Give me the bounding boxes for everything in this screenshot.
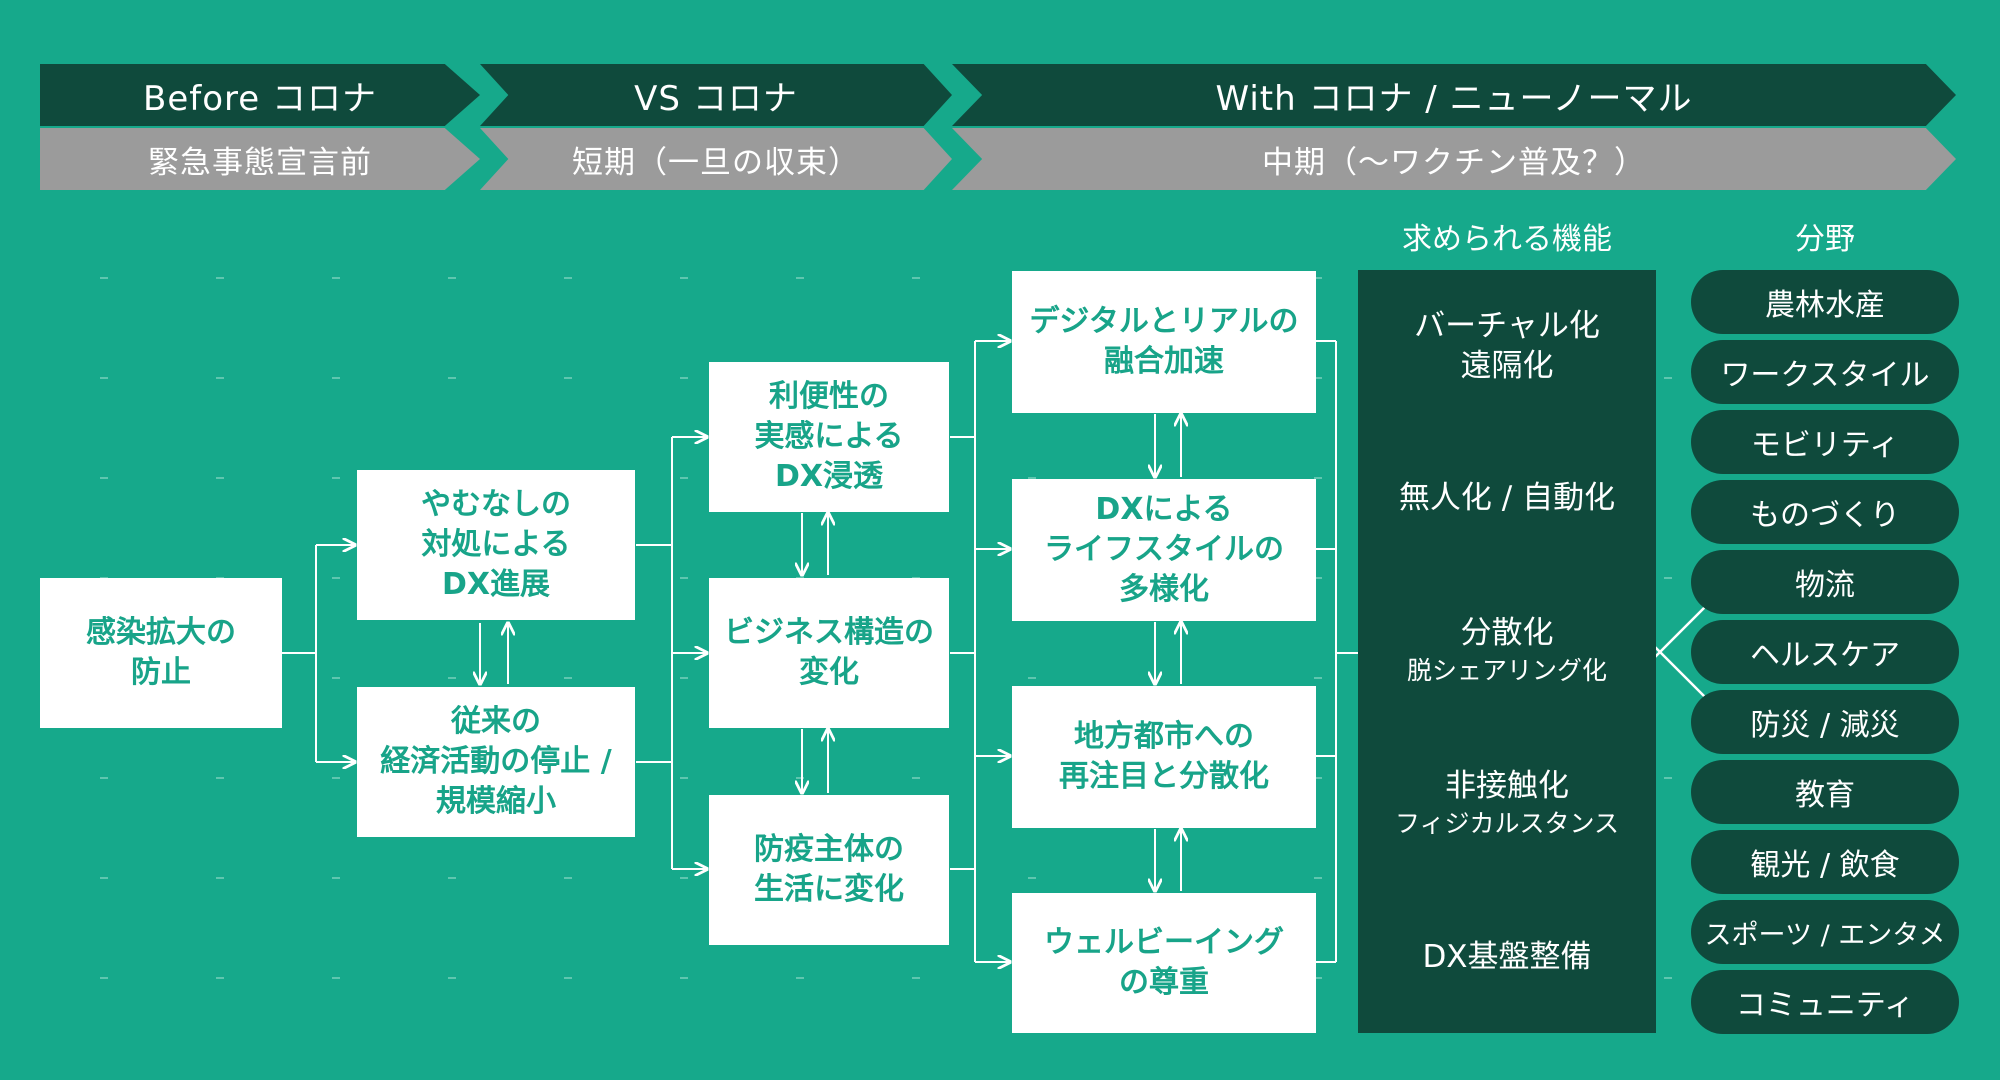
phase-with-sub: 中期（〜ワクチン普及？） [952,128,1956,190]
function-main: バーチャル化 [1414,308,1600,344]
field-agriculture: 農林水産 [1691,270,1959,334]
box-text: DX浸透 [774,459,884,494]
field-healthcare: ヘルスケア [1691,620,1959,684]
box-text: デジタルとリアルの [1029,304,1299,339]
box-life-change: 防疫主体の 生活に変化 [709,795,949,945]
phase-before-title-text: Before コロナ [143,78,377,119]
field-mobility: モビリティ [1691,410,1959,474]
box-text: DX進展 [441,567,551,602]
box-dx-penetration: 利便性の 実感による DX浸透 [709,362,949,512]
box-text: 再注目と分散化 [1059,759,1269,794]
box-wellbeing: ウェルビーイング の尊重 [1012,893,1316,1033]
phase-vs-title-text: VS コロナ [634,78,798,119]
box-text: 防疫主体の [754,832,904,867]
box-text: 従来の [451,704,541,739]
field-manufacturing: ものづくり [1691,480,1959,544]
phase-before-sub: 緊急事態宣言前 [40,128,480,190]
function-dx-infrastructure: DX基盤整備 [1358,880,1656,1033]
box-text: 変化 [799,655,859,690]
box-text: の尊重 [1119,965,1209,1000]
function-sub: 脱シェアリング化 [1406,655,1607,685]
box-dx-progress: やむなしの 対処による DX進展 [357,470,635,620]
box-text: 防止 [131,655,191,690]
box-text: 経済活動の停止 / [380,744,612,779]
phase-with-title-text: With コロナ / ニューノーマル [1215,78,1693,119]
function-main: 無人化 / 自動化 [1398,480,1616,516]
box-lifestyle-diversity: DXによる ライフスタイルの 多様化 [1012,479,1316,621]
functions-header: 求められる機能 [1402,222,1612,257]
function-automation: 無人化 / 自動化 [1358,422,1656,574]
phase-vs-sub-text: 短期（一旦の収束） [572,144,860,181]
box-text: 対処による [421,527,571,562]
function-virtualization: バーチャル化 遠隔化 [1358,270,1656,422]
function-contactless: 非接触化 フィジカルスタンス [1358,727,1656,880]
box-line: 防止 [131,653,191,693]
box-text: ライフスタイルの [1044,532,1284,567]
function-main: 分散化 [1460,614,1554,651]
box-line: 感染拡大の [86,613,236,653]
phase-vs-title: VS コロナ [480,64,952,126]
box-text: やむなしの [421,487,571,522]
box-text: 融合加速 [1104,344,1224,379]
field-community: コミュニティ [1691,970,1959,1034]
field-logistics: 物流 [1691,550,1959,614]
box-economic-halt: 従来の 経済活動の停止 / 規模縮小 [357,687,635,837]
box-text: 実感による [754,419,904,454]
field-workstyle: ワークスタイル [1691,340,1959,404]
field-sports-entertainment: スポーツ / エンタメ [1691,900,1959,964]
phase-with-title: With コロナ / ニューノーマル [952,64,1956,126]
box-infection-prevention: 感染拡大の 防止 [40,578,282,728]
function-main: DX基盤整備 [1422,938,1592,975]
box-text: 生活に変化 [754,872,904,907]
box-digital-real-fusion: デジタルとリアルの 融合加速 [1012,271,1316,413]
phase-with-sub-text: 中期（〜ワクチン普及？） [1262,144,1646,181]
field-tourism-food: 観光 / 飲食 [1691,830,1959,894]
box-text: ウェルビーイング [1044,925,1284,960]
field-disaster-prevention: 防災 / 減災 [1691,690,1959,754]
function-sub: フィジカルスタンス [1394,808,1619,838]
phase-before-sub-text: 緊急事態宣言前 [148,144,372,181]
field-education: 教育 [1691,760,1959,824]
phase-before-title: Before コロナ [40,64,480,126]
box-text: DXによる [1095,492,1233,527]
fields-header: 分野 [1795,222,1855,257]
function-main: 非接触化 [1445,767,1569,804]
box-text: 感染拡大の [86,615,236,650]
box-text: 地方都市への [1074,719,1254,754]
box-text: 規模縮小 [436,784,556,819]
box-regional-cities: 地方都市への 再注目と分散化 [1012,686,1316,828]
function-decentralization: 分散化 脱シェアリング化 [1358,574,1656,727]
box-business-change: ビジネス構造の 変化 [709,578,949,728]
box-text: 多様化 [1119,572,1209,607]
box-text: ビジネス構造の [724,615,934,650]
box-text: 利便性の [769,379,889,414]
function-sub: 遠隔化 [1460,348,1554,384]
phase-vs-sub: 短期（一旦の収束） [480,128,952,190]
